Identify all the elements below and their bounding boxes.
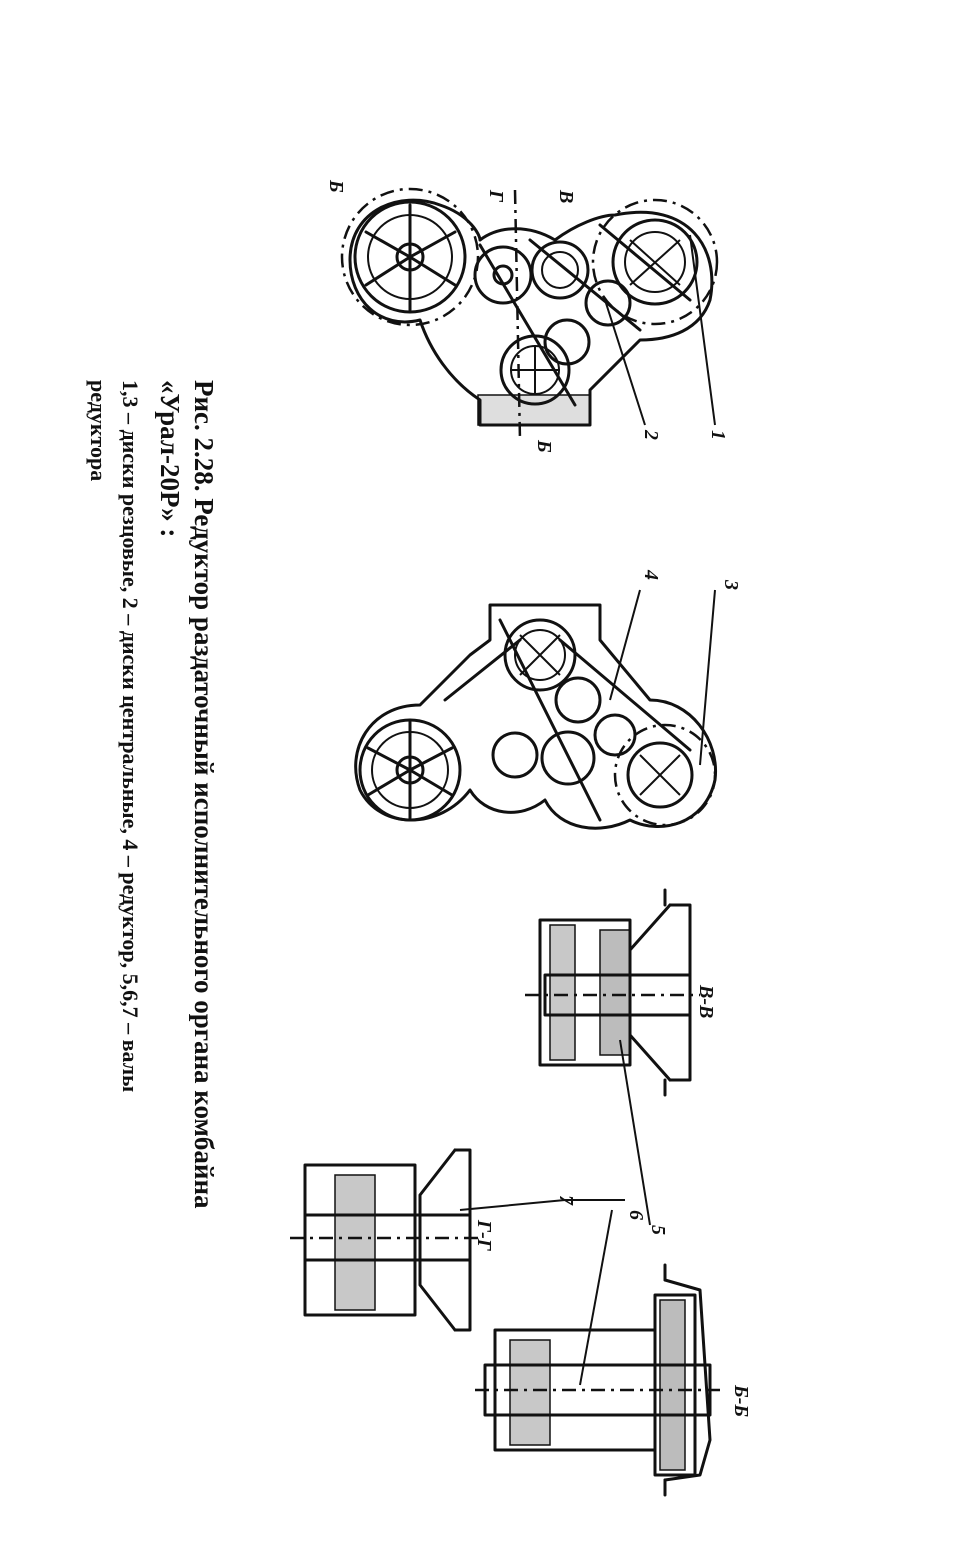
label-6: 6 — [625, 1210, 647, 1220]
section-v-v-label: В-В — [695, 984, 717, 1018]
label-mark-b-right: Б — [325, 179, 347, 193]
section-b-b: Б-Б — [475, 1209, 752, 1497]
label-mark-v: В — [555, 189, 577, 203]
reducer-view-top: 1 2 Б В Г Б — [325, 179, 729, 453]
label-5: 5 — [647, 1225, 669, 1235]
caption-legend-line2: редуктора — [86, 380, 111, 481]
caption-legend-line1: 1,3 – диски резцовые, 2 – диски централь… — [118, 380, 143, 1092]
cutter-disc-3 — [611, 218, 699, 306]
label-7: 7 — [555, 1195, 577, 1206]
label-mark-g: Г — [485, 189, 507, 203]
label-2: 2 — [640, 429, 662, 440]
section-g-g-label: Г-Г — [473, 1219, 495, 1252]
label-mark-b: Б — [533, 439, 555, 453]
label-3: 3 — [720, 579, 742, 590]
cutter-disc-1 — [353, 200, 467, 314]
cutter-disc-mid — [358, 718, 462, 822]
caption-title-line1: Рис. 2.28. Редуктор раздаточный исполнит… — [189, 380, 219, 1209]
section-v-v: В-В — [525, 888, 717, 1226]
reducer-view-middle: 3 4 — [354, 569, 742, 830]
section-g-g: Г-Г 7 6 5 — [290, 1148, 669, 1332]
label-1: 1 — [707, 430, 729, 440]
section-b-b-label: Б-Б — [730, 1384, 752, 1417]
figure-caption: Рис. 2.28. Редуктор раздаточный исполнит… — [86, 380, 219, 1209]
label-4: 4 — [640, 569, 662, 580]
caption-title-line2: «Урал-20Р» : — [155, 380, 185, 537]
